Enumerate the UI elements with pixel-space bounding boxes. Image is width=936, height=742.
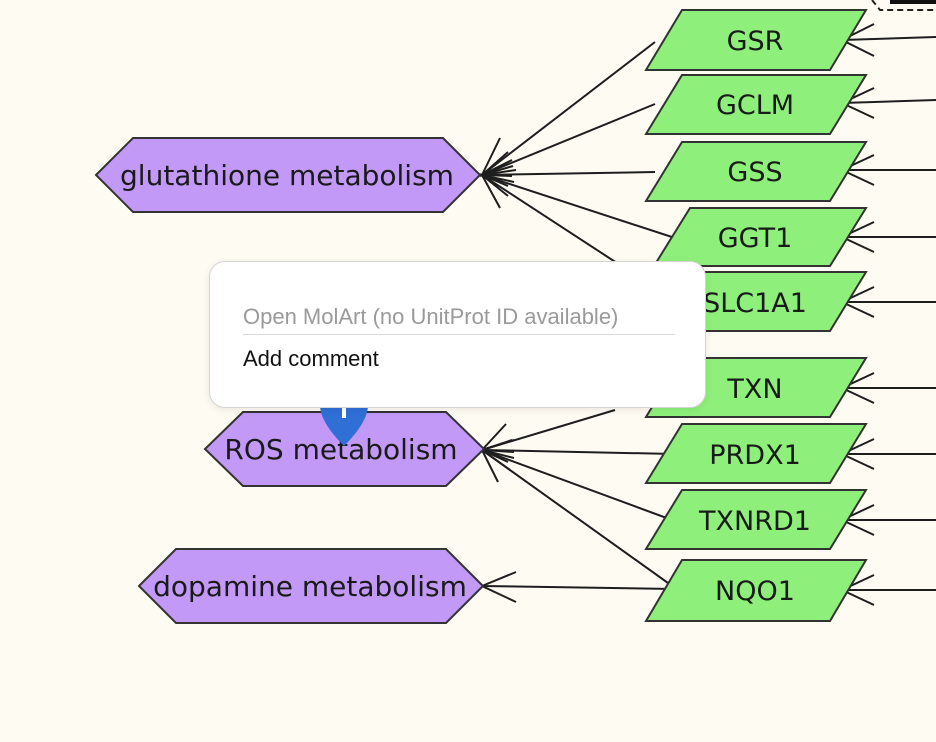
context-menu: Open MolArt (no UnitProt ID available) A…: [209, 261, 706, 408]
gene-label: NQO1: [715, 576, 795, 607]
node-gss[interactable]: GSS: [644, 141, 868, 202]
gene-label: TXNRD1: [698, 506, 811, 537]
edges-glutathione: [481, 41, 676, 266]
node-gclm[interactable]: GCLM: [644, 74, 868, 135]
menu-item-open-molart: Open MolArt (no UnitProt ID available): [243, 304, 675, 335]
node-dopamine-metabolism[interactable]: dopamine metabolism: [137, 548, 485, 624]
edge-gsr-glutathione: [481, 41, 656, 176]
edge-prdx1-ros: [481, 449, 676, 455]
node-label: dopamine metabolism: [153, 570, 467, 603]
node-glutathione-metabolism[interactable]: glutathione metabolism: [94, 137, 482, 213]
edge-gss-glutathione: [481, 171, 656, 176]
edges-right: [839, 23, 936, 606]
edge-gclm-glutathione: [481, 103, 656, 176]
gene-label: GCLM: [716, 90, 794, 121]
arrowheads-ros: [478, 423, 515, 483]
gene-label: GGT1: [718, 223, 793, 254]
edge-slc1a1-glutathione: [481, 174, 621, 266]
selection-bar: [890, 0, 936, 4]
arrowhead: [479, 172, 509, 209]
edges-ros: [481, 409, 676, 589]
edge-txnrd1-ros: [481, 449, 673, 521]
edge-ggt1-glutathione: [481, 174, 676, 239]
gene-label: PRDX1: [709, 440, 801, 471]
node-prdx1[interactable]: PRDX1: [644, 423, 868, 484]
gene-label: GSR: [727, 26, 784, 57]
edge-nqo1-dopamine: [481, 585, 676, 590]
gene-label: GSS: [727, 157, 782, 188]
menu-item-add-comment[interactable]: Add comment: [243, 346, 379, 371]
gene-label: SLC1A1: [703, 288, 807, 319]
selection-outline: [871, 0, 936, 11]
gene-label: TXN: [726, 374, 782, 405]
node-ros-metabolism[interactable]: ROS metabolism: [203, 411, 486, 487]
node-label: glutathione metabolism: [120, 159, 454, 192]
arrowheads-glutathione: [478, 137, 517, 209]
node-txnrd1[interactable]: TXNRD1: [644, 489, 868, 550]
node-nqo1[interactable]: NQO1: [644, 559, 868, 622]
edge-nqo1-ros: [481, 449, 676, 589]
node-gsr[interactable]: GSR: [644, 9, 868, 71]
node-ggt1[interactable]: GGT1: [652, 207, 868, 267]
